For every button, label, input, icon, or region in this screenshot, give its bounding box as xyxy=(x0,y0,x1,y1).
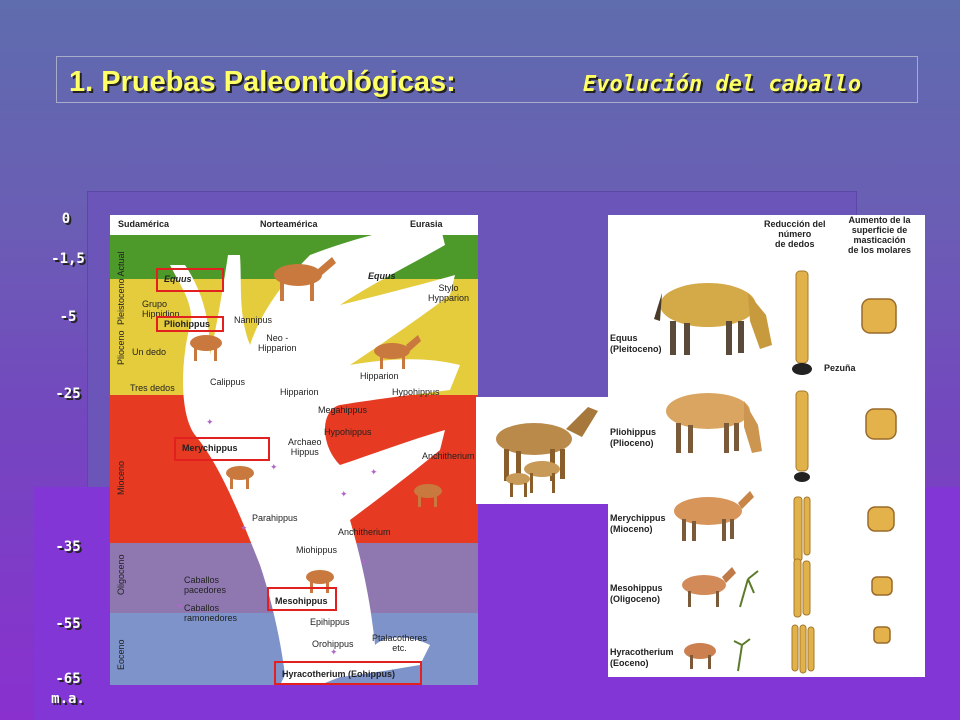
horse-silhouette: ✦ ✦ ✦ ✦ ✦ ✦ ✦ ✦ xyxy=(176,257,442,657)
region-label: Sudamérica xyxy=(118,219,170,229)
genus-label: Parahippus xyxy=(252,513,298,523)
species-label-equus: Equus (Pleitoceno) xyxy=(610,333,662,355)
genus-label: Hypohippus xyxy=(324,427,372,437)
highlight-box-merychippus: Merychippus xyxy=(174,437,270,461)
species-epoch: (Pleitoceno) xyxy=(610,344,662,354)
genus-label: Anchitherium xyxy=(338,527,391,537)
genus-label: Hypohippus xyxy=(392,387,440,397)
species-name: Pliohippus xyxy=(610,427,656,437)
boxed-genus-label: Equus xyxy=(164,274,192,284)
time-tick: -55 xyxy=(55,616,81,632)
species-epoch: (Eoceno) xyxy=(610,658,649,668)
time-tick: -1,5 xyxy=(51,251,85,267)
mesohippus-horse-drawing xyxy=(682,567,759,608)
genus-label: Un dedo xyxy=(132,347,167,357)
time-tick: -65 xyxy=(55,671,81,687)
toe-reduction-header: Reducción del número de dedos xyxy=(764,219,826,249)
time-tick: -35 xyxy=(55,539,81,555)
species-name: Equus xyxy=(610,333,638,343)
genus-label: Calippus xyxy=(210,377,246,387)
highlight-box-equus: Equus xyxy=(156,268,224,292)
genus-label: Megahippus xyxy=(318,405,368,415)
comparison-panel: Reducción del número de dedos Aumento de… xyxy=(608,215,925,677)
genus-label: Equus xyxy=(368,271,396,281)
species-label-mesohippus: Mesohippus (Oligoceno) xyxy=(610,583,663,605)
time-tick: -5 xyxy=(59,309,77,325)
genus-label: Grupo Hippidion xyxy=(142,299,180,319)
species-epoch: (Oligoceno) xyxy=(610,594,660,604)
horse-family-illustration xyxy=(496,407,598,497)
slide-subtitle: Evolución del caballo xyxy=(583,72,862,97)
genus-label: Hipparion xyxy=(360,371,399,381)
region-label: Eurasia xyxy=(410,219,443,229)
svg-text:✦: ✦ xyxy=(270,462,278,472)
genus-label: Tres dedos xyxy=(130,383,175,393)
genus-label: Miohippus xyxy=(296,545,338,555)
title-box: 1. Pruebas Paleontológicas: Evolución de… xyxy=(56,56,918,103)
time-axis: 0 -1,5 -5 -25 -35 -55 -65 m.a. xyxy=(0,0,100,720)
genus-label: Orohippus xyxy=(312,639,354,649)
genus-label: Anchitherium xyxy=(422,451,475,461)
species-name: Hyracotherium xyxy=(610,647,674,657)
species-label-pliohippus: Pliohippus (Plioceno) xyxy=(610,427,656,449)
genus-label: Epihippus xyxy=(310,617,350,627)
comparison-illustrations xyxy=(654,270,897,674)
genus-label: Caballos ramonedores xyxy=(184,603,238,623)
merychippus-horse-drawing xyxy=(674,491,754,541)
svg-text:✦: ✦ xyxy=(240,523,248,533)
svg-text:✦: ✦ xyxy=(176,601,184,611)
species-epoch: (Plioceno) xyxy=(610,438,654,448)
svg-text:✦: ✦ xyxy=(330,647,338,657)
time-tick: 0 xyxy=(61,211,71,227)
highlight-box-pliohippus: Pliohippus xyxy=(156,316,224,332)
genus-label: Nannipus xyxy=(234,315,273,325)
svg-text:✦: ✦ xyxy=(370,467,378,477)
slide-title: 1. Pruebas Paleontológicas: xyxy=(69,66,456,98)
svg-text:✦: ✦ xyxy=(360,557,368,567)
region-label: Norteamérica xyxy=(260,219,318,229)
genus-label: Neo - Hipparion xyxy=(258,333,297,353)
species-name: Merychippus xyxy=(610,513,666,523)
genus-label: Stylo Hypparion xyxy=(428,283,470,303)
equus-horse-drawing xyxy=(654,283,772,355)
species-name: Mesohippus xyxy=(610,583,663,593)
highlight-box-hyracotherium: Hyracotherium (Eohippus) xyxy=(274,661,422,685)
highlight-box-mesohippus: Mesohippus xyxy=(267,587,337,611)
genus-label: Ptalacotheres etc. xyxy=(372,633,428,653)
phylogeny-chart: Sudamérica Norteamérica Eurasia Pleistoc… xyxy=(110,215,478,685)
boxed-genus-label: Merychippus xyxy=(182,443,238,453)
pliohippus-horse-drawing xyxy=(666,393,762,453)
species-epoch: (Mioceno) xyxy=(610,524,653,534)
svg-text:✦: ✦ xyxy=(340,489,348,499)
species-label-merychippus: Merychippus (Mioceno) xyxy=(610,513,666,535)
hyracotherium-horse-drawing xyxy=(684,638,751,672)
molar-surface-header: Aumento de la superficie de masticación … xyxy=(848,215,912,255)
horse-family-photo xyxy=(476,397,610,504)
boxed-genus-label: Mesohippus xyxy=(275,596,328,606)
phylogeny-tree-shape xyxy=(170,225,460,685)
time-tick: -25 xyxy=(55,386,81,402)
genus-label: Caballos pacedores xyxy=(184,575,227,595)
genus-label: Archaeo Hippus xyxy=(288,437,322,457)
svg-text:✦: ✦ xyxy=(206,417,214,427)
time-tick: m.a. xyxy=(51,691,85,707)
boxed-genus-label: Pliohippus xyxy=(164,319,210,329)
genus-label: Hipparion xyxy=(280,387,319,397)
hoof-label: Pezuña xyxy=(824,363,856,373)
species-label-hyracotherium: Hyracotherium (Eoceno) xyxy=(610,647,674,669)
boxed-genus-label: Hyracotherium (Eohippus) xyxy=(282,669,396,679)
